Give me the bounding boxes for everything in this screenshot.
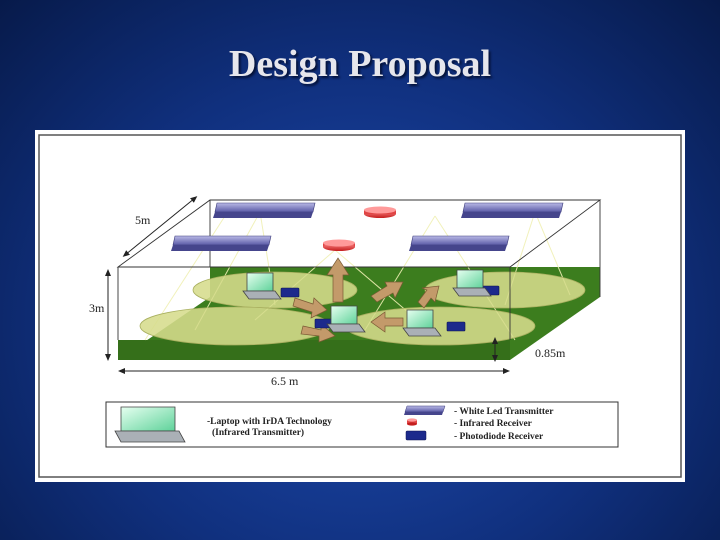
laptop [402, 309, 442, 337]
led-transmitter [213, 202, 316, 218]
legend-led-icon [404, 405, 446, 415]
slide-title: Design Proposal [228, 43, 492, 85]
legend-laptop-label: -Laptop with IrDA Technology [207, 417, 332, 427]
laptop [452, 269, 492, 297]
dimension-lines [105, 196, 510, 374]
legend-led-label: - White Led Transmitter [454, 407, 554, 417]
legend-laptop-sublabel: (Infrared Transmitter) [212, 427, 304, 438]
led-transmitter [461, 202, 564, 218]
figure-frame [38, 134, 682, 478]
photodiode-receivers [280, 285, 500, 332]
laptop [242, 272, 282, 300]
depth-label: 5m [135, 213, 151, 227]
design-figure: 5m 3m 6.5 m 0.85m -Laptop with IrDA Tech… [35, 130, 685, 482]
legend-ir-receiver-icon [407, 418, 417, 426]
led-transmitter [409, 235, 510, 251]
legend-photodiode-label: - Photodiode Receiver [454, 432, 544, 442]
infrared-receiver [364, 206, 396, 218]
legend-laptop-icon [114, 406, 186, 443]
infrared-receiver [323, 239, 355, 251]
legend-photodiode-icon [405, 430, 427, 441]
room-diagram: 5m 3m 6.5 m 0.85m -Laptop with IrDA Tech… [38, 134, 682, 478]
signal-arrows [292, 257, 440, 343]
height-label: 3m [89, 301, 105, 315]
width-label: 6.5 m [271, 374, 299, 388]
coverage-areas [139, 271, 586, 346]
legend-ir-receiver-label: - Infrared Receiver [454, 419, 533, 429]
led-transmitter [171, 235, 272, 251]
table-height-label: 0.85m [535, 346, 566, 360]
laptop [326, 305, 366, 333]
legend: -Laptop with IrDA Technology (Infrared T… [105, 401, 619, 448]
